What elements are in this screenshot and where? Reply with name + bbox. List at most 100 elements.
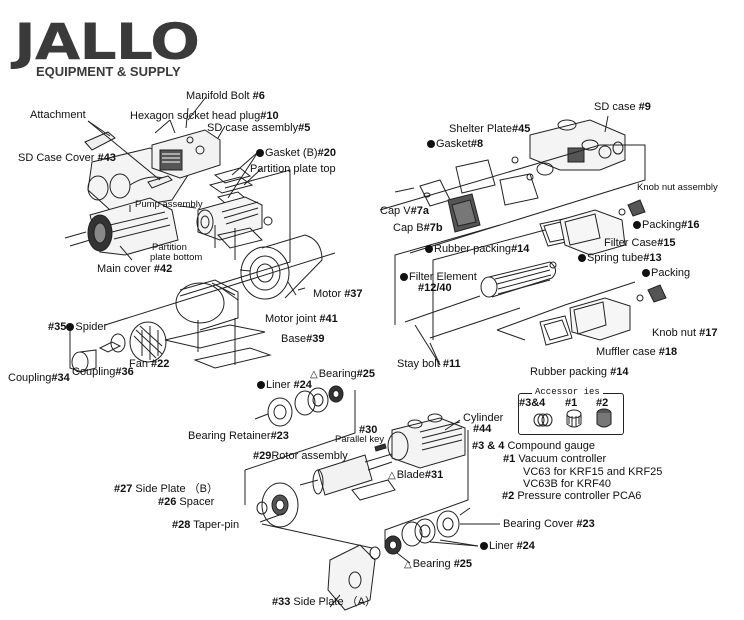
- label-filter-case: Filter Case#15: [604, 237, 676, 249]
- jallo-logo: JALLO EQUIPMENT & SUPPLY: [14, 17, 200, 80]
- logo-tagline: EQUIPMENT & SUPPLY: [36, 64, 181, 79]
- vacuum-controller-icon: [566, 409, 582, 428]
- gasket-8-part: [455, 159, 539, 206]
- taper-pin-part: [259, 512, 373, 549]
- label-parallel-key-num: #30: [359, 424, 378, 436]
- triangle-icon: △: [310, 369, 318, 380]
- label-cap-b: Cap B#7b: [393, 222, 443, 234]
- label-liner-bottom: Liner #24: [480, 540, 535, 552]
- label-packing-16: Packing#16: [633, 219, 700, 231]
- compound-gauge-icon: [533, 413, 553, 427]
- cap-v-part: [394, 179, 451, 207]
- coupling-part: [71, 333, 126, 373]
- label-pump-assembly: Pump assembly: [135, 199, 203, 210]
- label-bearing-retainer: Bearing Retainer#23: [188, 430, 289, 442]
- bearing-retainer-part: [254, 397, 293, 427]
- label-knob-nut-assembly: Knob nut assembly: [637, 182, 718, 193]
- label-plate-bottom: plate bottom: [150, 252, 203, 263]
- side-plate-a-part: [327, 544, 376, 611]
- sd-case-assembly-part: [151, 96, 226, 179]
- filled-dot-icon: [400, 273, 408, 281]
- label-side-plate-b: #27 Side Plate （B）: [114, 483, 218, 495]
- label-main-cover: Main cover #42: [97, 263, 173, 275]
- base-part: [164, 324, 272, 369]
- label-base: Base#39: [281, 333, 325, 345]
- filter-element-part: [480, 261, 557, 298]
- accessory-num-2: #2: [596, 397, 609, 409]
- cylinder-part: [387, 413, 466, 469]
- legend-pressure-controller: #2 Pressure controller PCA6: [502, 490, 642, 502]
- filter-case-part: [559, 209, 626, 256]
- legend-vc63b: VC63B for KRF40: [523, 478, 612, 490]
- label-bearing-cover: Bearing Cover #23: [503, 518, 595, 530]
- label-motor: Motor #37: [313, 288, 363, 300]
- label-sd-case-cover: SD Case Cover #43: [18, 152, 116, 164]
- label-packing: Packing: [642, 267, 690, 279]
- label-motor-joint: Motor joint #41: [265, 313, 338, 325]
- label-partition-bottom: Partition: [152, 242, 187, 253]
- label-coupling-36: Coupling#36: [72, 366, 134, 378]
- label-gasket-b: Gasket (B)#20: [256, 147, 336, 159]
- filled-dot-icon: [427, 140, 435, 148]
- label-blade: △Blade#31: [388, 469, 444, 481]
- rotor-assembly-part: [299, 453, 393, 496]
- label-sd-case: SD case #9: [594, 101, 651, 113]
- bearing-top-part: [328, 385, 344, 403]
- label-attachment: Attachment: [30, 109, 86, 121]
- label-stay-bolt: Stay bolt #11: [397, 358, 461, 370]
- pressure-controller-icon: [596, 408, 612, 428]
- accessory-num-3-4: #3&4: [519, 397, 546, 409]
- attachment-part: [84, 120, 173, 189]
- filled-dot-icon: [480, 542, 488, 550]
- label-cylinder-num: #44: [473, 423, 492, 435]
- label-sd-case-assembly: SD case assembly#5: [207, 122, 311, 134]
- label-rubber-packing-bottom: Rubber packing #14: [530, 366, 629, 378]
- label-coupling-34: Coupling#34: [8, 372, 70, 384]
- filled-dot-icon: [256, 149, 264, 157]
- label-taper-pin: #28 Taper-pin: [172, 519, 240, 531]
- filled-dot-icon: [425, 245, 433, 253]
- triangle-icon: △: [404, 559, 412, 570]
- label-partition-plate-top: Partition plate top: [250, 163, 336, 175]
- label-muffler-case: Muffler case #18: [596, 346, 678, 358]
- label-spacer: #26 Spacer: [158, 496, 215, 508]
- legend-vacuum-controller: #1 Vacuum controller: [503, 453, 607, 465]
- label-shelter-plate: Shelter Plate#45: [449, 123, 531, 135]
- rubber-packing-14-bottom-part: [539, 315, 573, 346]
- filled-dot-icon: [633, 221, 641, 229]
- spacer-part: [256, 501, 268, 515]
- accessory-num-1: #1: [565, 397, 578, 409]
- bearing-bottom-part: [369, 535, 411, 564]
- label-spring-tube: Spring tube#13: [578, 252, 662, 264]
- label-cylinder: Cylinder: [463, 412, 504, 424]
- motor-joint-part: [175, 279, 239, 365]
- stay-bolt-part: [404, 295, 521, 366]
- label-liner-top: Liner #24: [257, 379, 312, 391]
- parallel-key-part: [374, 443, 387, 452]
- triangle-icon: △: [388, 470, 396, 481]
- filled-dot-icon: [257, 381, 265, 389]
- filled-dot-icon: [66, 323, 75, 331]
- motor-part: [239, 234, 323, 300]
- blade-part: [351, 479, 396, 501]
- knob-nut-17-part: [636, 284, 667, 303]
- shelter-plate-part: [511, 156, 554, 181]
- filled-dot-icon: [642, 269, 650, 277]
- filled-dot-icon: [578, 254, 586, 262]
- label-gasket-8: Gasket#8: [427, 138, 483, 150]
- label-rotor-assembly: #29Rotor assembly: [253, 450, 348, 462]
- label-side-plate-a: #33 Side Plate （A）: [272, 596, 376, 608]
- sd-case-9-part: [529, 115, 626, 171]
- label-bearing-top: △Bearing#25: [310, 368, 375, 380]
- label-filter-element-num: #12/40: [418, 282, 452, 294]
- label-cap-v: Cap V#7a: [380, 205, 429, 217]
- bearing-cover-part: [436, 507, 500, 538]
- muffler-case-part: [569, 297, 631, 341]
- fan-part: [129, 321, 167, 363]
- label-rubber-packing-top: Rubber packing#14: [425, 243, 529, 255]
- cap-b-part: [447, 193, 481, 233]
- accessories-title: Accessor ies: [532, 387, 603, 397]
- label-parallel-key: Parallel key: [335, 434, 385, 445]
- pump-assembly-part: [179, 196, 273, 260]
